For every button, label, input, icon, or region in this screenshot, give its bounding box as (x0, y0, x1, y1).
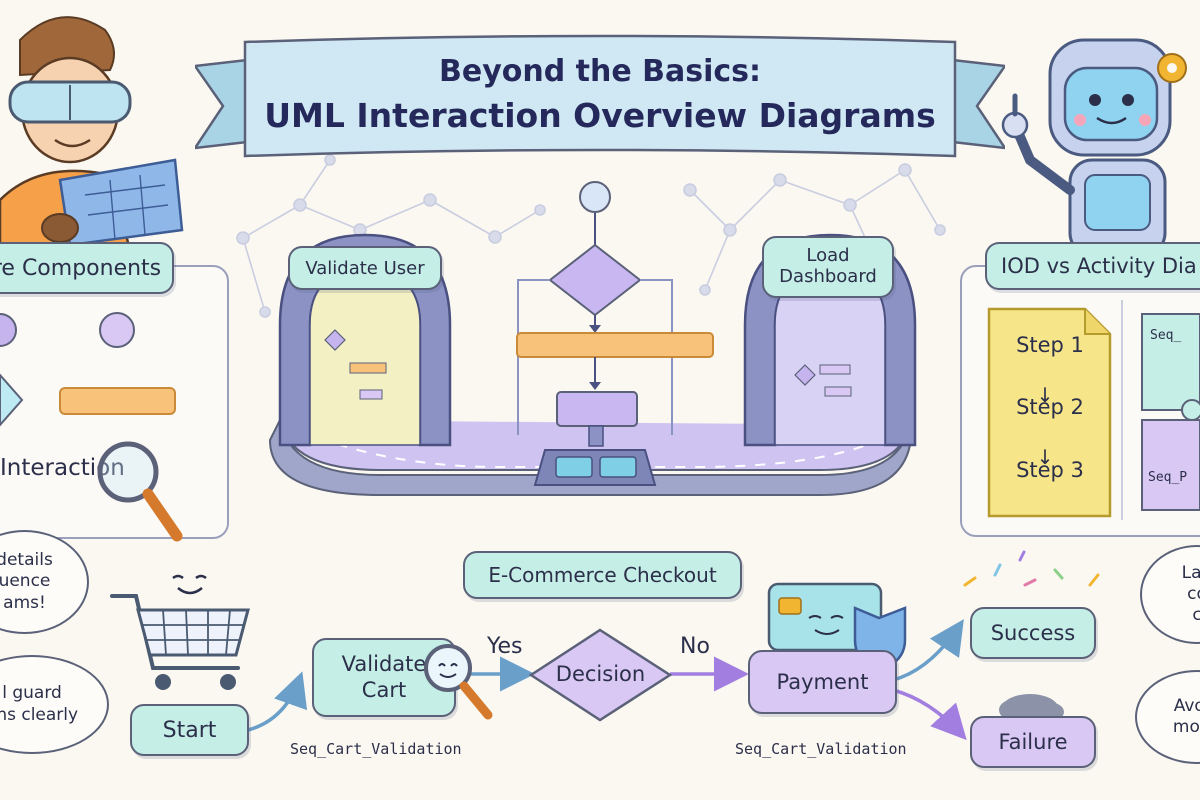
payment-note: Seq_Cart_Validation (735, 740, 907, 758)
checkout-connectors (247, 550, 1100, 741)
shopping-cart-icon (110, 574, 250, 690)
tip-right-top-line2: co (1187, 583, 1200, 604)
tip-right-top-line3: c (1192, 605, 1200, 626)
step-1: Step 1 (1016, 333, 1084, 357)
puzzle-bottom-label: Seq_P (1148, 470, 1188, 485)
tunnel-flow-illustration (268, 181, 917, 496)
decision-label: Decision (555, 662, 646, 686)
step-2: Step 2 (1016, 395, 1084, 419)
failure-node: Failure (970, 716, 1096, 768)
tip-top-line2: uence (0, 571, 51, 592)
validate-cart-line2: Cart (361, 677, 407, 702)
activity-document-icon: ↓ ↓ (987, 307, 1112, 518)
tip-bottom-line1: l guard (2, 683, 62, 704)
tip-right-bottom-line2: mode (1172, 717, 1200, 737)
no-label: No (680, 634, 710, 659)
checkout-title: E-Commerce Checkout (463, 551, 742, 599)
robot-character-icon (1001, 38, 1187, 257)
tip-top-line1: details (0, 550, 53, 571)
smiling-magnifier-icon (424, 644, 493, 720)
interaction-puzzle-icon (1121, 300, 1200, 520)
payment-node: Payment (748, 650, 897, 714)
tip-top-line3: ams! (3, 592, 46, 613)
title-banner: Beyond the Basics: UML Interaction Overv… (245, 40, 955, 150)
start-node: Start (130, 704, 249, 756)
validate-cart-note: Seq_Cart_Validation (290, 740, 462, 758)
magnifier-icon (97, 441, 183, 542)
validate-user-label: Validate User (288, 246, 442, 290)
success-node: Success (970, 607, 1096, 659)
load-dashboard-line2: Dashboard (779, 266, 877, 287)
banner-title-line1: Beyond the Basics: (438, 54, 762, 89)
tip-right-bottom-line1: Avoid (1173, 695, 1200, 716)
components-shapes (0, 312, 176, 427)
puzzle-top-label: Seq_ (1150, 328, 1182, 343)
svg-text:↓: ↓ (1037, 445, 1054, 469)
engineer-character-icon (0, 16, 184, 250)
validate-cart-line1: Validate (341, 652, 427, 677)
svg-text:↓: ↓ (1037, 383, 1054, 407)
decision-diamond (528, 628, 673, 722)
load-dashboard-line1: Load (806, 245, 850, 267)
tip-bubble-bottom: l guard ons clearly (0, 655, 109, 754)
components-panel-title: re Components (0, 242, 174, 294)
iod-vs-activity-title: IOD vs Activity Dia (985, 242, 1200, 290)
step-3: Step 3 (1016, 458, 1084, 482)
banner-title-line2: UML Interaction Overview Diagrams (264, 96, 936, 135)
title-banner-ribbon (195, 34, 1005, 158)
tip-bottom-line2: ons clearly (0, 704, 79, 725)
load-dashboard-label: Load Dashboard (762, 236, 894, 298)
tip-right-top-line1: Lab (1181, 562, 1200, 583)
yes-label: Yes (487, 634, 523, 659)
